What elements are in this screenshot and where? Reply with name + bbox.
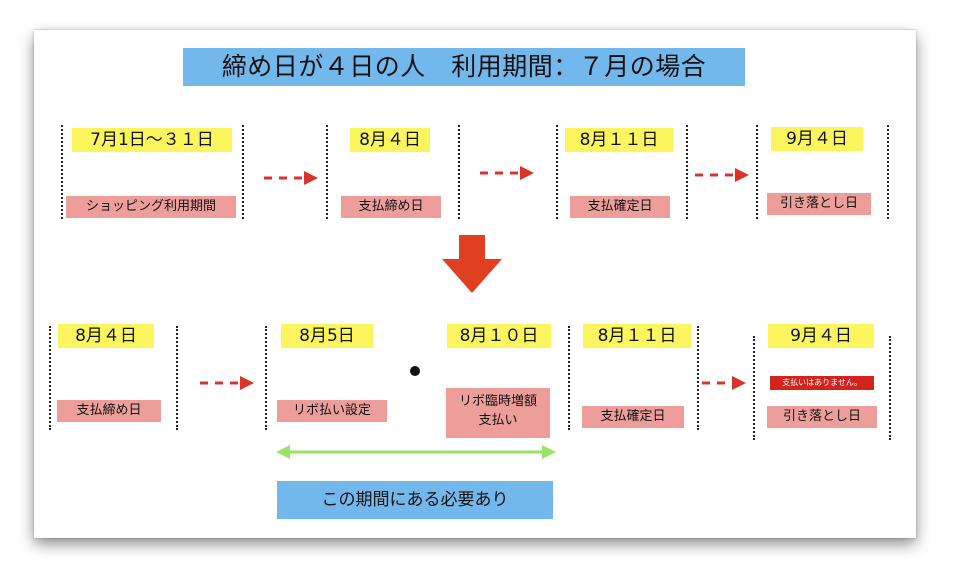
- divider-line: [242, 125, 244, 219]
- step-label: 支払確定日: [582, 406, 684, 428]
- step-label: リボ払い設定: [277, 400, 387, 422]
- date-label: 8月１１日: [583, 324, 691, 348]
- bullet-dot: [410, 366, 420, 376]
- dashed-arrow: [264, 171, 318, 185]
- date-label: 8月１０日: [447, 324, 551, 348]
- divider-line: [49, 326, 51, 430]
- date-label: 8月４日: [58, 324, 154, 348]
- date-label: 7月1日〜３１日: [72, 128, 232, 152]
- step-label: 支払締め日: [57, 400, 161, 422]
- date-label: 8月5日: [281, 324, 373, 348]
- divider-line: [176, 326, 178, 430]
- date-label: 9月４日: [771, 127, 863, 151]
- page-title: 締め日が４日の人 利用期間：７月の場合: [183, 48, 745, 86]
- step-label: 引き落とし日: [767, 406, 877, 428]
- dashed-arrow: [702, 376, 746, 390]
- period-double-arrow: [276, 445, 556, 459]
- down-arrow-icon: [442, 235, 502, 293]
- period-note: この期間にある必要あり: [277, 481, 553, 519]
- step-label-line: 支払い: [478, 413, 518, 428]
- notice-badge: 支払いはありません。: [770, 376, 874, 390]
- divider-line: [61, 125, 63, 219]
- divider-line: [686, 125, 688, 219]
- date-label: 8月４日: [350, 128, 430, 152]
- divider-line: [753, 336, 755, 440]
- divider-line: [568, 326, 570, 430]
- step-label: リボ臨時増額 支払い: [446, 388, 550, 438]
- divider-line: [265, 326, 267, 430]
- divider-line: [889, 336, 891, 440]
- divider-line: [556, 125, 558, 219]
- step-label: 支払確定日: [570, 196, 670, 218]
- dashed-arrow: [695, 168, 749, 182]
- dashed-arrow: [200, 376, 254, 390]
- divider-line: [756, 125, 758, 219]
- divider-line: [887, 125, 889, 219]
- slide: 締め日が４日の人 利用期間：７月の場合 7月1日〜３１日 ショッピング利用期間 …: [34, 30, 916, 538]
- step-label: 支払締め日: [341, 196, 441, 218]
- divider-line: [326, 125, 328, 219]
- step-label-line: リボ臨時増額: [458, 394, 537, 409]
- step-label: ショッピング利用期間: [66, 196, 236, 218]
- divider-line: [697, 326, 699, 430]
- date-label: 8月１１日: [565, 128, 673, 152]
- step-label: 引き落とし日: [767, 193, 871, 215]
- date-label: 9月４日: [768, 324, 874, 348]
- divider-line: [458, 125, 460, 219]
- dashed-arrow: [480, 166, 534, 180]
